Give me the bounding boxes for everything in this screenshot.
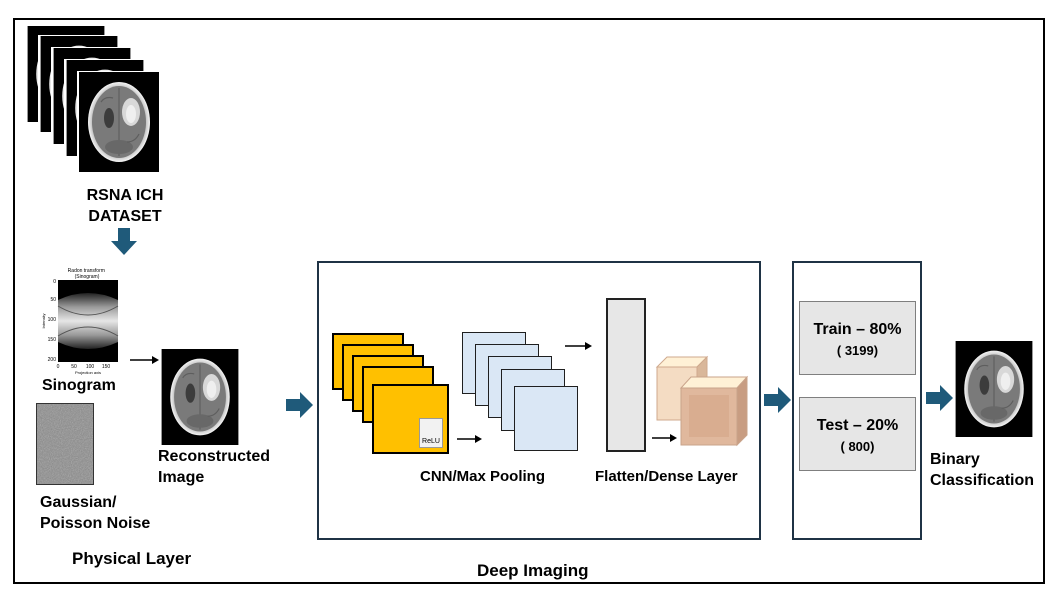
test-card: Test – 20% ( 800): [799, 397, 916, 471]
arrow-icon: [457, 435, 482, 443]
test-count: ( 800): [840, 439, 875, 454]
physical-layer-label: Physical Layer: [72, 549, 192, 568]
arrow-icon: [764, 387, 791, 413]
brain-ct-icon: [77, 71, 161, 173]
reconstructed-image: [160, 349, 240, 445]
sinogram-y-ticks: 0 50 100 150 200: [48, 279, 57, 363]
sinogram-label: Sinogram: [42, 377, 116, 394]
train-count: ( 3199): [836, 343, 879, 358]
dataset-image-stack: [25, 25, 165, 175]
classified-image: [954, 341, 1034, 437]
pool-layer: [514, 386, 578, 451]
arrow-icon: [652, 434, 677, 442]
dense-layer: [606, 298, 646, 452]
brain-ct-icon: [161, 349, 239, 445]
conv-layer: ReLU: [372, 384, 449, 454]
svg-text:50: 50: [50, 297, 56, 303]
relu-icon: ReLU: [419, 418, 443, 448]
sinogram-xlabel: Projection axis: [75, 370, 101, 375]
arrow-icon: [926, 385, 953, 411]
svg-text:0: 0: [53, 279, 56, 285]
svg-text:150: 150: [48, 337, 57, 343]
test-label: Test – 20%: [816, 417, 899, 434]
sinogram-x-ticks: 0 50 100 150: [57, 364, 111, 370]
cube-icon: [655, 355, 749, 447]
binary-classification-label: Binary Classification: [930, 451, 1035, 489]
arrow-icon: [565, 342, 592, 350]
diagram-frame: [13, 18, 1045, 584]
svg-text:50: 50: [71, 364, 77, 370]
cnn-label: CNN/Max Pooling: [420, 468, 546, 485]
svg-text:200: 200: [48, 357, 57, 363]
reconstructed-label: Reconstructed Image: [158, 448, 271, 486]
flatten-label: Flatten/Dense Layer: [595, 468, 738, 485]
train-card: Train – 80% ( 3199): [799, 301, 916, 375]
dataset-label: RSNA ICH DATASET: [86, 187, 164, 225]
train-label: Train – 80%: [813, 321, 902, 338]
sinogram-title: Radon transform (Sinogram): [68, 268, 107, 280]
deep-imaging-box: [317, 261, 761, 540]
noise-label: Gaussian/ Poisson Noise: [40, 494, 151, 532]
arrow-icon: [130, 356, 159, 364]
svg-text:150: 150: [102, 364, 111, 370]
svg-text:100: 100: [48, 317, 57, 323]
svg-text:100: 100: [86, 364, 95, 370]
noise-icon: [36, 403, 94, 485]
train-test-box: [792, 261, 922, 540]
arrow-icon: [111, 228, 137, 255]
sinogram-ylabel: Intensity: [41, 314, 46, 329]
arrow-icon: [286, 392, 313, 418]
svg-text:0: 0: [57, 364, 60, 370]
deep-imaging-label: Deep Imaging: [477, 561, 589, 580]
brain-ct-icon: [954, 341, 1034, 437]
